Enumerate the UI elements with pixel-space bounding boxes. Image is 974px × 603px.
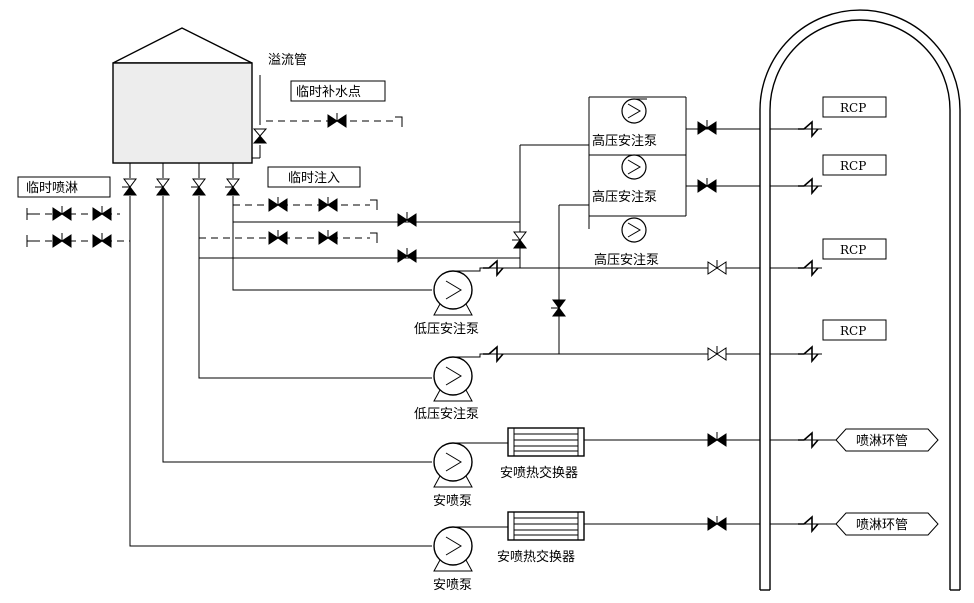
heat-exchanger-1 [507, 427, 585, 457]
temp-injection-label: 临时注入 [288, 171, 340, 186]
lp-check-2 [483, 345, 504, 364]
spray-outlet-valve-1 [707, 432, 727, 447]
spray-ring-1-label: 喷淋环管 [856, 434, 908, 449]
hx-1-label: 安喷热交换器 [500, 465, 578, 481]
hp-cross-valve [512, 231, 527, 249]
lp-outlet-valve-2 [707, 346, 727, 361]
containment [759, 9, 961, 591]
tank-outlet-valves [122, 163, 240, 196]
overflow-label: 溢流管 [268, 53, 307, 68]
spray-pump-2 [433, 526, 508, 572]
hp-pump-2-label: 高压安注泵 [592, 189, 657, 205]
hp-pump-1-label: 高压安注泵 [592, 133, 657, 149]
lp-outlet-valve-1 [707, 260, 727, 275]
lp-pump-1-label: 低压安注泵 [414, 322, 479, 337]
hp-pump-1 [621, 98, 647, 124]
spray-pump-1-label: 安喷泵 [433, 494, 472, 509]
hp-pump-3-label: 高压安注泵 [594, 252, 659, 268]
temp-spray-box [17, 176, 111, 198]
temp-makeup-label: 临时补水点 [296, 85, 361, 100]
rcp-box-2 [822, 154, 887, 176]
overflow-valve [252, 128, 268, 144]
lp-pump-2 [433, 356, 474, 402]
hp-pump-3 [621, 217, 647, 243]
rcp-box-4 [822, 319, 887, 341]
temp-makeup-valve [327, 113, 347, 128]
water-tank [112, 27, 253, 164]
heat-exchanger-2 [507, 511, 585, 541]
rcp-1-label: RCP [840, 101, 866, 115]
spray-ring-box-1 [835, 428, 939, 452]
inside-check-valves [798, 120, 819, 534]
rcp-box-3 [822, 238, 887, 260]
rcp-4-label: RCP [840, 324, 866, 338]
hp-pump-2 [621, 154, 647, 180]
lp-pump-2-label: 低压安注泵 [414, 407, 479, 422]
rcp-box-1 [822, 96, 887, 118]
temp-injection-box [267, 166, 361, 188]
hx-2-label: 安喷热交换器 [497, 549, 575, 565]
temp-spray-valves [52, 206, 112, 248]
temp-injection-valves [268, 197, 338, 245]
hp-outlet-valves [697, 120, 717, 193]
spray-ring-2-label: 喷淋环管 [856, 518, 908, 533]
temp-makeup-box [290, 80, 386, 102]
spray-outlet-valve-2 [707, 516, 727, 531]
spray-pump-1 [433, 442, 508, 488]
hp-feed-valves [397, 212, 417, 263]
rcp-3-label: RCP [840, 243, 866, 257]
spray-pump-2-label: 安喷泵 [433, 578, 472, 593]
lp-check-1 [483, 259, 504, 278]
rcp-2-label: RCP [840, 159, 866, 173]
lp-cross-valve [551, 299, 566, 317]
temp-spray-label: 临时喷淋 [26, 181, 78, 196]
spray-ring-box-2 [835, 512, 939, 536]
lp-pump-1 [433, 270, 474, 316]
